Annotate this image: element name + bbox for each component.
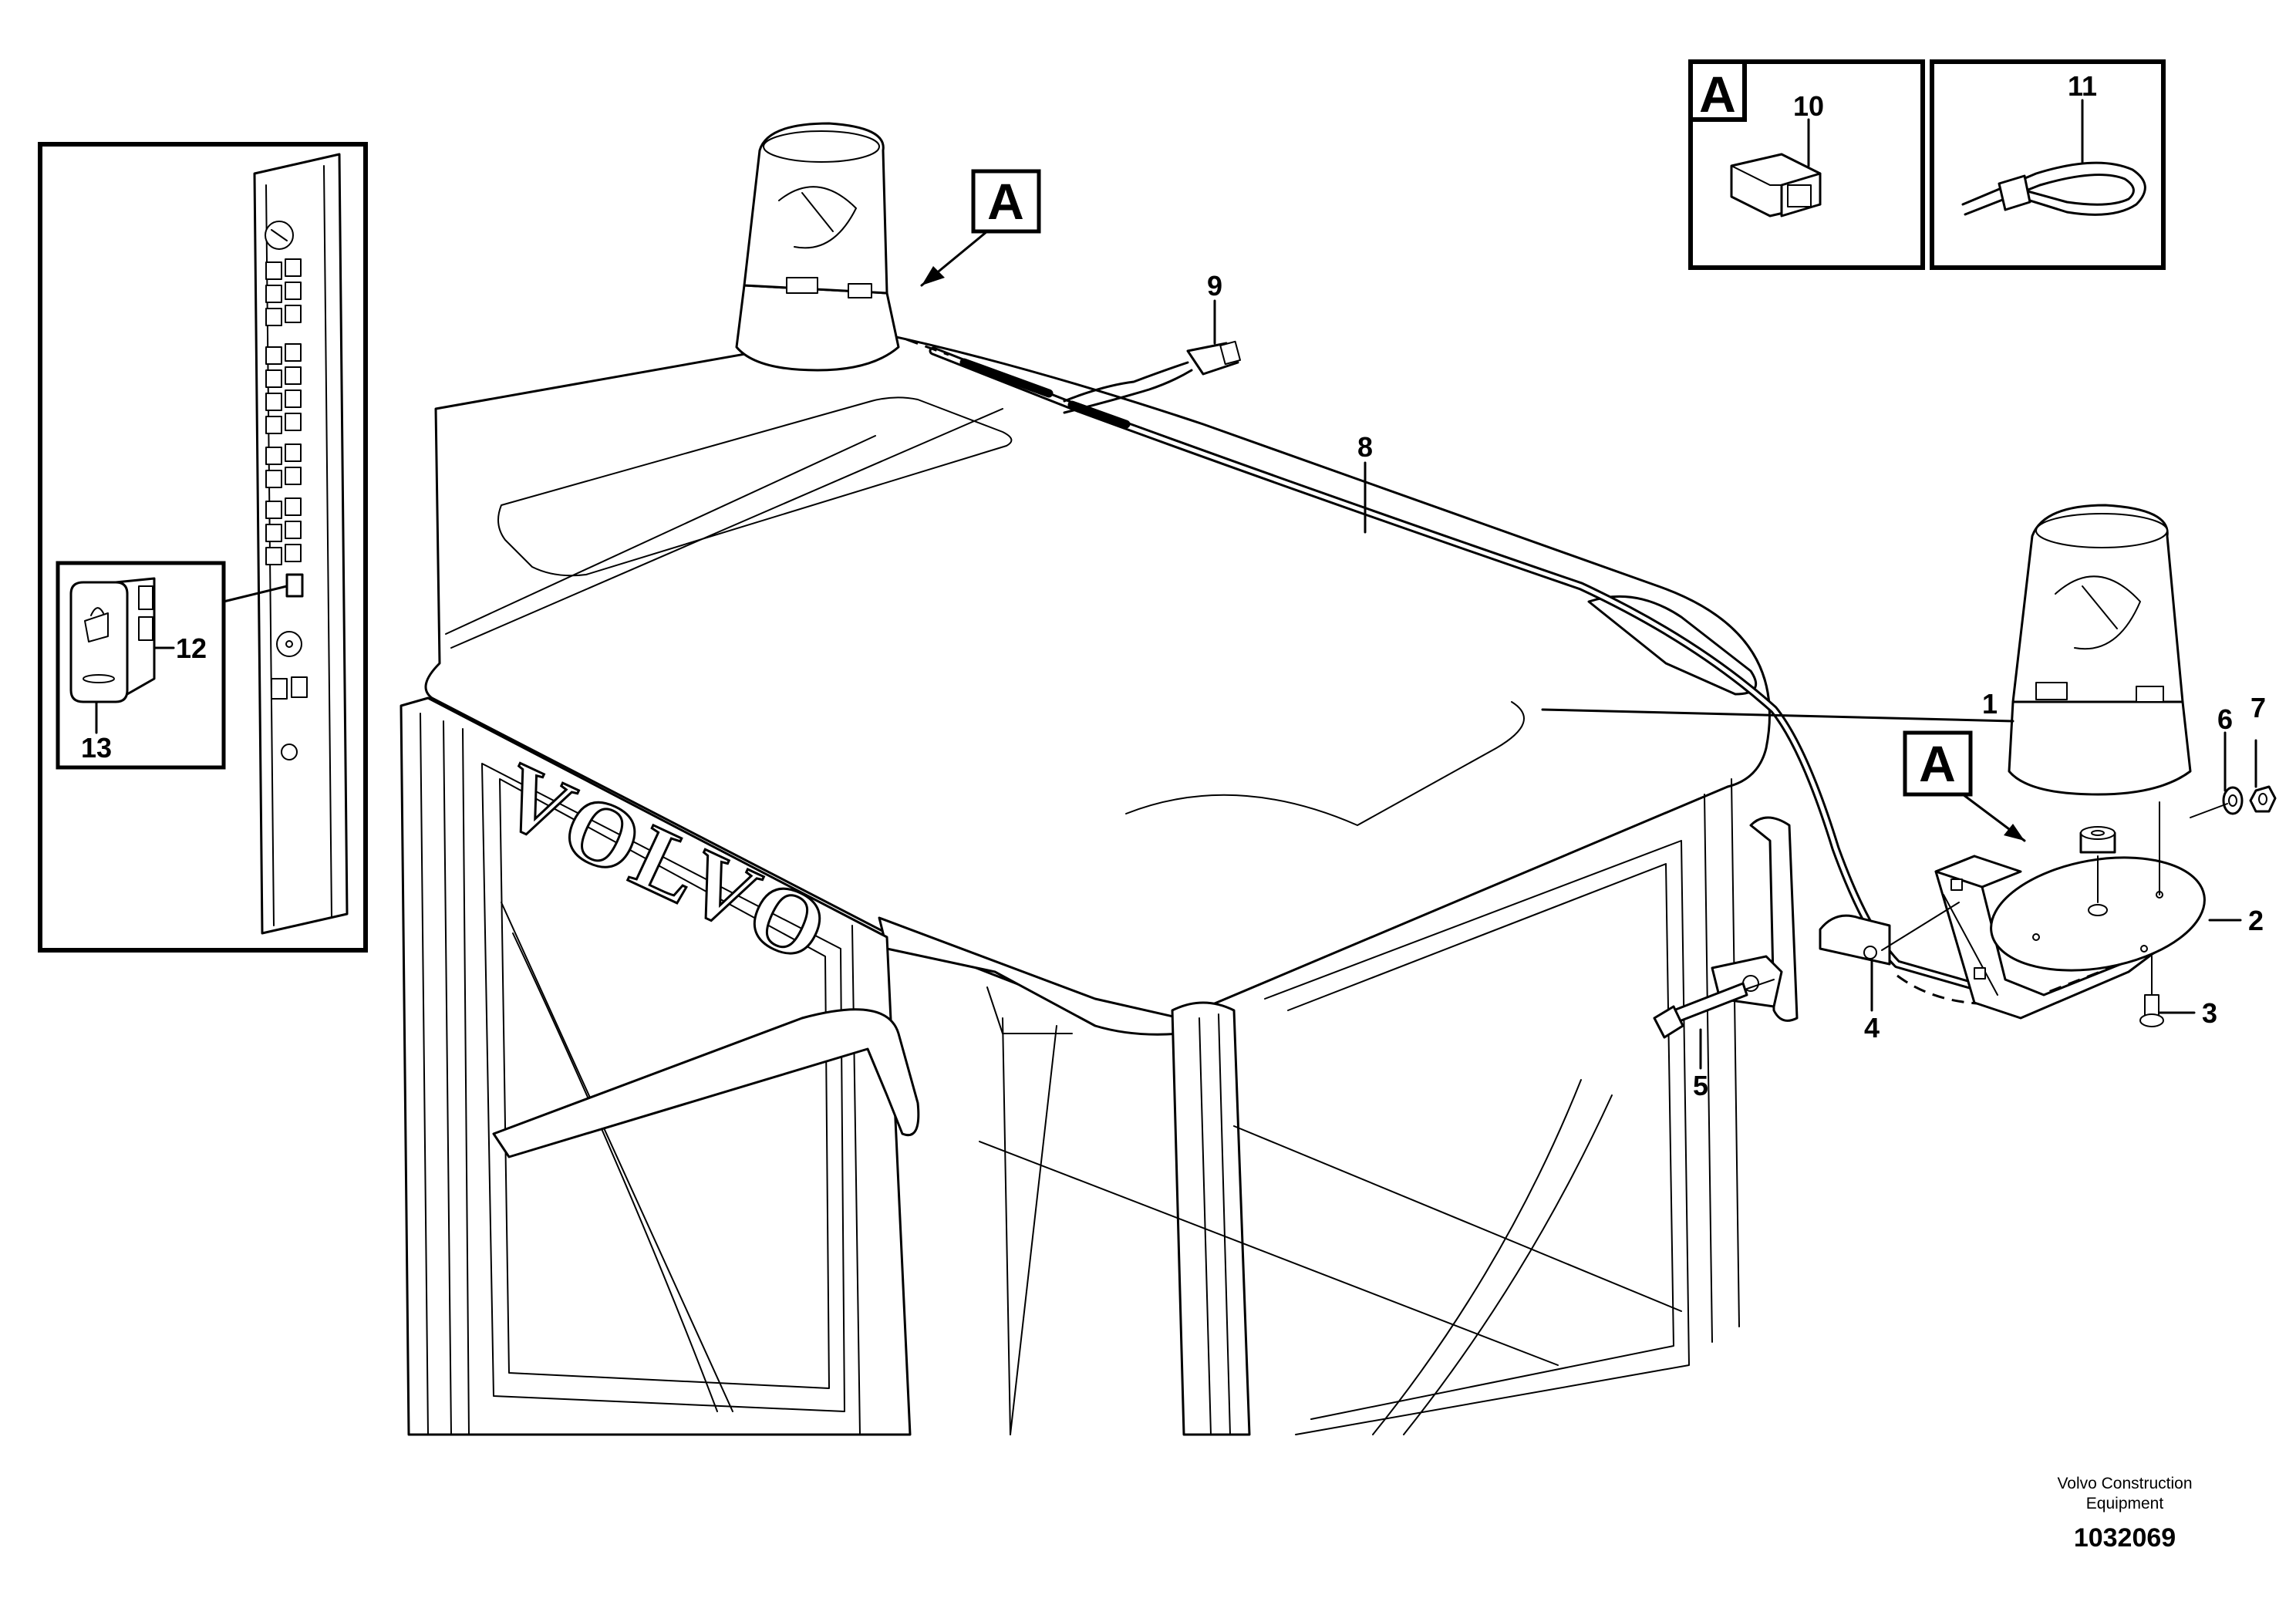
caption-company: Volvo Construction xyxy=(2057,1475,2192,1492)
assembly-line xyxy=(2190,803,2228,818)
caption-block: Volvo Construction Equipment 1032069 xyxy=(2057,1475,2192,1553)
rear-pillar xyxy=(1704,794,1713,1343)
svg-text:A: A xyxy=(987,173,1024,230)
rear-grab-handle xyxy=(1749,816,1799,1022)
callout-4: 4 xyxy=(1864,1012,1880,1044)
cab-interior-line xyxy=(979,1141,1559,1366)
callout-7: 7 xyxy=(2250,692,2266,723)
leader-lines xyxy=(95,99,2257,1070)
bolt-5 xyxy=(1653,979,1775,1039)
switch-grid xyxy=(265,258,304,598)
callout-5: 5 xyxy=(1693,1070,1708,1101)
cab-interior-line xyxy=(986,986,1073,1034)
nut-7 xyxy=(2249,785,2277,813)
cab-interior-line xyxy=(1010,1025,1057,1435)
callout-8: 8 xyxy=(1357,431,1373,463)
connector-10 xyxy=(1730,153,1822,218)
pillar-line xyxy=(1199,1017,1212,1435)
roof-rear-cap xyxy=(1587,595,1758,696)
left-wall-rib xyxy=(443,720,452,1435)
callouts: 1 2 3 4 5 6 7 8 9 10 11 12 13 xyxy=(81,70,2266,1101)
roof-recess-line xyxy=(1125,701,1525,826)
left-wall-rib xyxy=(462,728,470,1435)
washer-6 xyxy=(2222,786,2244,815)
callout-1: 1 xyxy=(1982,688,1998,720)
caption-company-2: Equipment xyxy=(2086,1495,2164,1512)
rear-pillar xyxy=(1731,778,1740,1327)
screw-3 xyxy=(2139,956,2164,1027)
grommet xyxy=(2079,826,2116,854)
document-number: 1032069 xyxy=(2074,1523,2176,1553)
left-wall-rib xyxy=(420,713,429,1435)
view-marker-box xyxy=(1688,59,1747,122)
cab-left-wall xyxy=(400,696,912,1436)
cab-side-handle xyxy=(492,1008,920,1158)
beacon-lamp-exploded xyxy=(2008,504,2192,796)
callout-3: 3 xyxy=(2202,997,2217,1029)
callout-2: 2 xyxy=(2248,905,2264,936)
switch-leader xyxy=(222,585,288,603)
beacon-rocker-switch xyxy=(69,577,156,703)
callout-10: 10 xyxy=(1793,90,1824,122)
roof-edge-line xyxy=(445,435,876,635)
view-marker-a-bracket: A xyxy=(1903,730,2026,842)
door-frame xyxy=(1264,840,1690,1435)
glass-reflection xyxy=(501,902,733,1412)
callout-12: 12 xyxy=(176,632,207,664)
callout-6: 6 xyxy=(2217,703,2233,735)
beacon-switch-slot xyxy=(285,573,304,598)
roof-edge-line-2 xyxy=(450,408,1003,649)
callout-11: 11 xyxy=(2068,70,2097,102)
view-marker-a-roof: A xyxy=(920,169,1041,287)
base-plate xyxy=(1990,856,2206,972)
left-window-frame-inner xyxy=(499,778,830,1389)
callout-13: 13 xyxy=(81,732,112,764)
left-window-frame xyxy=(481,763,845,1412)
door-frame-inner xyxy=(1287,863,1674,1420)
glass-reflection xyxy=(1372,1079,1582,1435)
view-marker-a-inset: A xyxy=(1699,66,1736,123)
switch-panel-inset xyxy=(38,142,368,953)
glass-reflection xyxy=(512,932,718,1412)
pillar-line xyxy=(1218,1013,1231,1435)
cab-interior-line xyxy=(1002,1017,1011,1435)
glass-reflection xyxy=(1403,1094,1613,1435)
connector-10-inset xyxy=(1688,59,1925,270)
cab-door-pillar xyxy=(1171,1001,1251,1436)
cab-interior-line xyxy=(1233,1125,1682,1312)
svg-text:A: A xyxy=(1919,735,1956,792)
callout-9: 9 xyxy=(1207,270,1222,302)
inset-frame xyxy=(1930,59,2166,270)
cab-body: VOLVO xyxy=(400,330,1799,1436)
roof-skylight xyxy=(497,396,1013,577)
cable-tie-11 xyxy=(1961,161,2146,216)
beacon-lamp-roof xyxy=(735,122,900,372)
cable-tie-inset xyxy=(1930,59,2166,270)
